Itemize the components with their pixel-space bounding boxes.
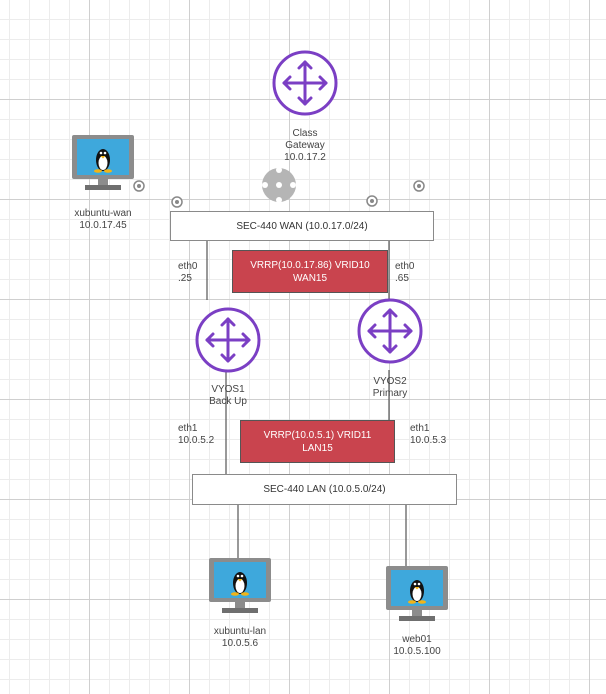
xubuntu-lan-ip: 10.0.5.6 (221, 638, 259, 649)
lan-network-box[interactable]: SEC-440 LAN (10.0.5.0/24) (192, 474, 457, 505)
xubuntu-lan-monitor-icon[interactable] (208, 557, 272, 615)
vyos2-role: Primary (372, 388, 408, 399)
vyos1-lan-interface-label: eth1 10.0.5.2 (178, 423, 214, 447)
lan-vrrp-line2: LAN15 (302, 442, 333, 454)
web01-ip: 10.0.5.100 (393, 646, 441, 657)
wan-network-box[interactable]: SEC-440 WAN (10.0.17.0/24) (170, 211, 434, 241)
xubuntu-wan-ip: 10.0.17.45 (79, 220, 127, 231)
xubuntu-wan-monitor-icon[interactable] (71, 134, 135, 192)
vyos2-lan-interface-label: eth1 10.0.5.3 (410, 423, 446, 447)
lan-vrrp-line1: VRRP(10.0.5.1) VRID11 (263, 429, 372, 441)
vyos2-name: VYOS2 (373, 376, 407, 387)
gateway-router-icon[interactable] (272, 50, 338, 116)
vyos1-lan-interface-addr: 10.0.5.2 (178, 435, 215, 446)
vyos1-lan-interface-name: eth1 (178, 423, 198, 434)
xubuntu-wan-name: xubuntu-wan (74, 208, 132, 219)
vyos2-label: VYOS2 Primary (355, 376, 425, 400)
wan-vrrp-line1: VRRP(10.0.17.86) VRID10 (250, 259, 370, 271)
vyos2-lan-interface-addr: 10.0.5.3 (410, 435, 447, 446)
xubuntu-wan-label: xubuntu-wan 10.0.17.45 (58, 208, 148, 232)
vyos1-router-icon[interactable] (195, 307, 261, 373)
web01-label: web01 10.0.5.100 (372, 634, 462, 658)
wan-vrrp-line2: WAN15 (292, 272, 328, 284)
vyos1-wan-interface-addr: .25 (178, 273, 192, 284)
vyos1-role: Back Up (209, 396, 247, 407)
connector-handles (133, 167, 425, 208)
lan-network-label: SEC-440 LAN (10.0.5.0/24) (263, 484, 386, 495)
vyos2-wan-interface-label: eth0 .65 (395, 261, 414, 285)
gateway-label: Class Gateway 10.0.17.2 (270, 128, 340, 164)
web01-monitor-icon[interactable] (385, 565, 449, 623)
xubuntu-lan-name: xubuntu-lan (213, 626, 267, 637)
vyos1-name: VYOS1 (211, 384, 245, 395)
vyos2-router-icon[interactable] (357, 298, 423, 364)
vyos2-wan-interface-name: eth0 (395, 261, 415, 272)
gateway-name-line1: Class (292, 128, 318, 139)
web01-name: web01 (402, 634, 432, 645)
gateway-name-line2: Gateway (285, 140, 325, 151)
wan-network-label: SEC-440 WAN (10.0.17.0/24) (236, 220, 368, 232)
lan-vrrp-box[interactable]: VRRP(10.0.5.1) VRID11 LAN15 (240, 420, 395, 463)
xubuntu-lan-label: xubuntu-lan 10.0.5.6 (195, 626, 285, 650)
vyos1-wan-interface-name: eth0 (178, 261, 198, 272)
vyos1-wan-interface-label: eth0 .25 (178, 261, 197, 285)
gateway-ip: 10.0.17.2 (284, 152, 326, 163)
vyos2-lan-interface-name: eth1 (410, 423, 430, 434)
wan-vrrp-box[interactable]: VRRP(10.0.17.86) VRID10 WAN15 (232, 250, 388, 293)
vyos1-label: VYOS1 Back Up (193, 384, 263, 408)
vyos2-wan-interface-addr: .65 (395, 273, 409, 284)
